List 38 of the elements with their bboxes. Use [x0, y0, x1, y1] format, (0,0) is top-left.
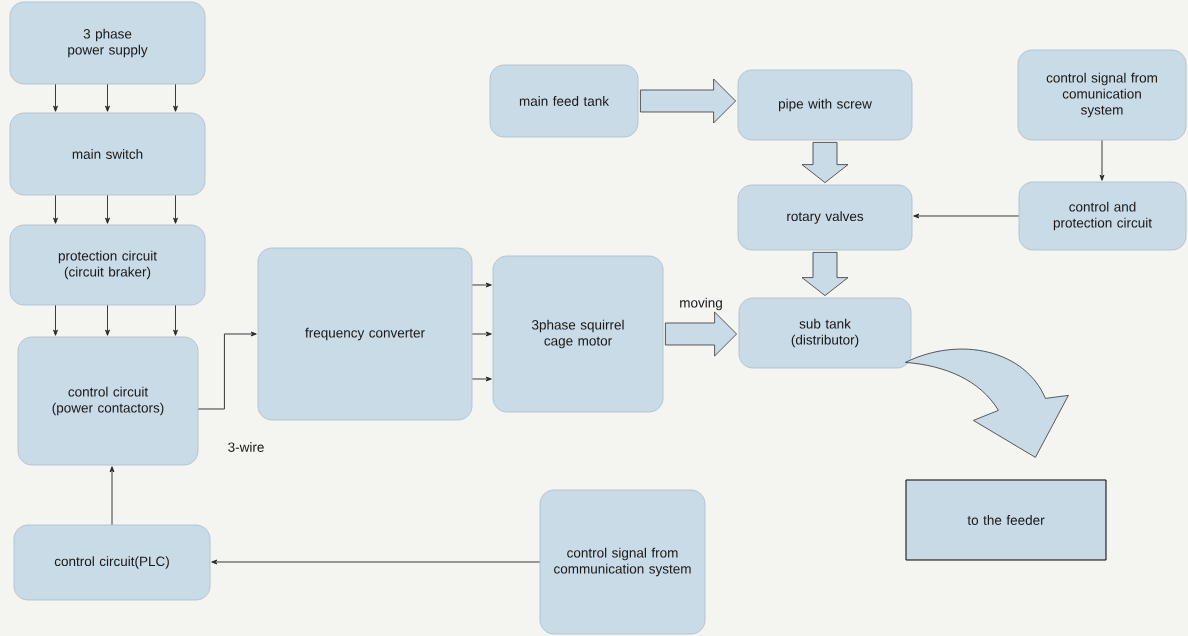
- block-arrow: [640, 78, 736, 124]
- process-box: 3phase squirrel cage motor: [492, 255, 664, 413]
- arrow: [105, 83, 110, 112]
- arrow: [913, 213, 1020, 219]
- arrow: [471, 331, 492, 337]
- arrow: [173, 83, 178, 112]
- process-box: control circuit (power contactors): [17, 336, 199, 466]
- wire-label: 3-wire: [228, 442, 264, 452]
- arrow: [211, 559, 541, 565]
- output-box: to the feeder: [905, 479, 1107, 561]
- block-arrow: [905, 348, 1069, 458]
- arrow: [53, 304, 58, 336]
- arrow: [1099, 139, 1105, 181]
- process-box: protection circuit (circuit braker): [9, 224, 206, 306]
- process-box: frequency converter: [257, 247, 473, 421]
- process-box: rotary valves: [737, 184, 913, 251]
- process-box: 3 phase power supply: [9, 1, 206, 85]
- process-box: pipe with screw: [737, 69, 913, 141]
- process-box: control signal from communication system: [539, 489, 706, 635]
- arrow: [53, 194, 58, 224]
- block-arrow: [665, 311, 737, 357]
- block-arrow: [801, 252, 849, 296]
- arrow: [197, 331, 257, 410]
- process-box: control circuit(PLC): [13, 524, 211, 601]
- process-box: control signal from comunication system: [1017, 49, 1187, 141]
- arrow: [109, 466, 115, 526]
- process-box: main switch: [9, 112, 206, 196]
- arrow: [105, 304, 110, 336]
- process-box: control and protection circuit: [1018, 181, 1187, 251]
- arrow: [105, 194, 110, 224]
- block-arrow: [801, 142, 849, 183]
- arrow: [53, 83, 58, 112]
- process-box: main feed tank: [489, 64, 639, 138]
- arrow: [173, 304, 178, 336]
- process-box: sub tank (distributor): [738, 297, 912, 369]
- arrow: [173, 194, 178, 224]
- arrow: [471, 282, 492, 288]
- arrow: [471, 376, 492, 382]
